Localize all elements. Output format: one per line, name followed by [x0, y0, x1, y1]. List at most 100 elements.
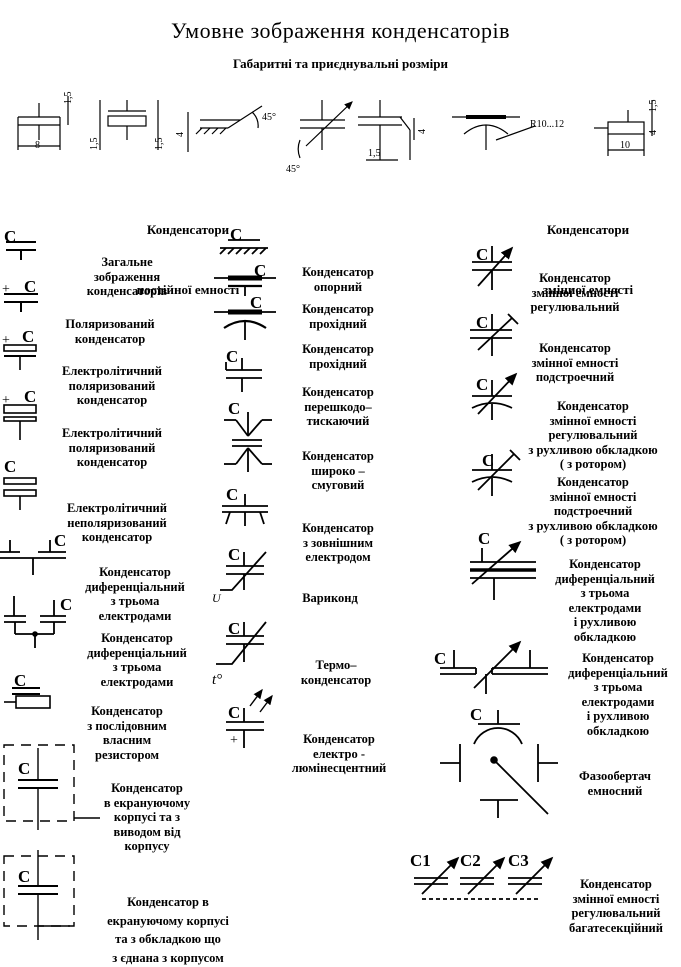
letter-c: C — [22, 327, 34, 346]
dim-1-5b: 1,5 — [89, 138, 100, 151]
letter-c: C — [228, 399, 240, 418]
dim-radius: R10...12 — [530, 119, 564, 130]
dim-drawing-polar — [99, 100, 159, 150]
dim-drawing-variable — [297, 100, 353, 159]
letter-c: C — [476, 313, 488, 332]
letter-c: C — [4, 227, 16, 246]
dim-45b: 45° — [286, 164, 300, 175]
dim-4c: 4 — [648, 130, 659, 135]
sym-differential-rotor-2 — [440, 640, 548, 694]
sym-reference — [219, 239, 268, 255]
dim-45: 45° — [262, 112, 276, 123]
letter-c: C — [18, 867, 30, 886]
sym-wideband — [224, 412, 272, 472]
header-variable-line: Конденсатори — [546, 222, 630, 237]
dim-8: 8 — [35, 140, 40, 151]
sym-phase-shifter — [440, 710, 558, 818]
letter-c: C — [476, 375, 488, 394]
letter-c: C — [226, 485, 238, 504]
dim-4: 4 — [175, 132, 186, 137]
rotor-pivot-dot — [490, 756, 498, 764]
letter-c: C — [434, 649, 446, 668]
letter-c2: C2 — [460, 851, 481, 870]
sym-thermo — [216, 621, 267, 665]
dim-10: 10 — [620, 140, 630, 151]
sym-electrolytic-nonpolar — [3, 477, 37, 510]
dim-1-5: 1,5 — [63, 92, 74, 105]
junction-dot — [32, 631, 38, 637]
letter-c: C — [228, 545, 240, 564]
sym-feedthrough-2 — [214, 309, 276, 340]
sym-interference — [225, 358, 262, 392]
sym-shielded-lead — [3, 744, 100, 830]
sym-var-adjustable — [472, 246, 514, 290]
sym-shielded-case — [3, 850, 75, 940]
plus-sign: + — [230, 733, 238, 748]
header-variable-line: змінної емності — [542, 282, 634, 297]
sym-differential-2 — [4, 596, 66, 648]
sym-general — [6, 241, 36, 260]
plus-sign: + — [2, 333, 10, 348]
sym-electroluminescent — [226, 688, 273, 748]
sym-varicond — [220, 551, 267, 591]
letter-c: C — [470, 705, 482, 724]
sym-var-rotor-adjustable — [471, 372, 518, 420]
letter-c: C — [24, 277, 36, 296]
letter-c: C — [230, 225, 242, 244]
dim-1-5e: 1,5 — [648, 100, 659, 113]
letter-c: C — [254, 261, 266, 280]
page-title: Умовне зображення конденсаторів — [171, 18, 510, 43]
sym-electrolytic-2 — [3, 404, 37, 440]
dim-1-5d: 1,5 — [368, 148, 381, 159]
sym-series-resistor — [4, 687, 51, 709]
page-subtitle: Габаритні та приєднувальні розміри — [233, 56, 448, 71]
sym-var-rotor-trimmer — [471, 449, 521, 496]
letter-c: C — [18, 759, 30, 778]
sym-electrolytic-1 — [3, 344, 37, 370]
plus-sign: + — [2, 393, 10, 408]
letter-c: C — [24, 387, 36, 406]
sym-var-trimmer — [470, 313, 519, 356]
letter-c: C — [228, 703, 240, 722]
label-varicond: Вариконд — [302, 591, 358, 605]
dim-drawing-feedthrough — [452, 115, 536, 150]
sym-polarized — [4, 293, 38, 312]
letter-c: C — [60, 595, 72, 614]
sym-differential-rotor-1 — [470, 540, 536, 600]
letter-u: U — [212, 591, 222, 605]
sym-feedthrough-1 — [214, 275, 276, 296]
letter-c: C — [250, 293, 262, 312]
sym-external-electrode — [222, 494, 268, 526]
letter-c: C — [226, 347, 238, 366]
dim-drawing-ground — [187, 105, 263, 152]
letter-c: C — [228, 619, 240, 638]
plus-sign: + — [2, 282, 10, 297]
letter-c: C — [4, 457, 16, 476]
dim-drawing-general — [17, 96, 69, 150]
letter-t: t° — [212, 672, 222, 688]
header-fixed: Конденсатори постійної емності — [108, 180, 268, 320]
dim-1-5c: 1,5 — [154, 138, 165, 151]
label-thermo: Термо–конденсатор — [300, 658, 372, 687]
